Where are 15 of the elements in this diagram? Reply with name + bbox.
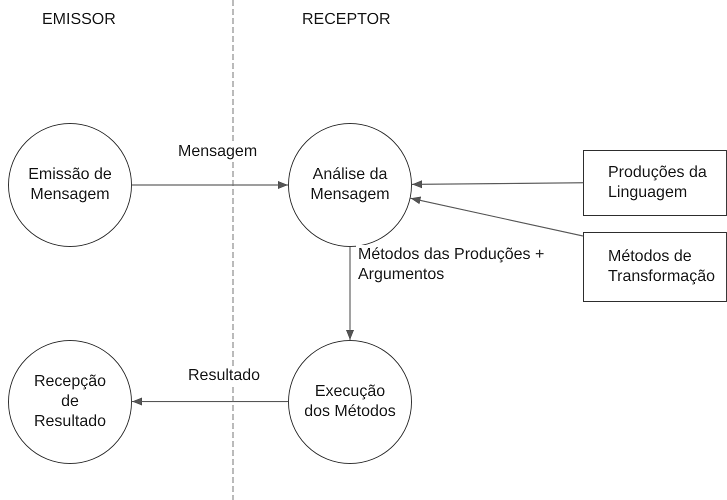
edge-label: Resultado <box>186 366 262 386</box>
arrow <box>412 180 583 188</box>
node-label: Recepção de Resultado <box>32 372 108 432</box>
arrow <box>410 196 584 237</box>
node-label: Emissão de Mensagem <box>27 165 113 205</box>
edge-label: Mensagem <box>176 142 260 162</box>
node-label: Métodos de Transformação <box>608 247 716 287</box>
node-label: Análise da Mensagem <box>309 165 391 205</box>
arrow <box>132 181 288 189</box>
node-label: Execução dos Métodos <box>303 382 397 422</box>
source-box <box>583 150 727 216</box>
node-label: Produções da Linguagem <box>608 163 708 203</box>
arrow <box>346 247 354 340</box>
arrow <box>132 398 288 406</box>
source-box <box>583 232 727 302</box>
